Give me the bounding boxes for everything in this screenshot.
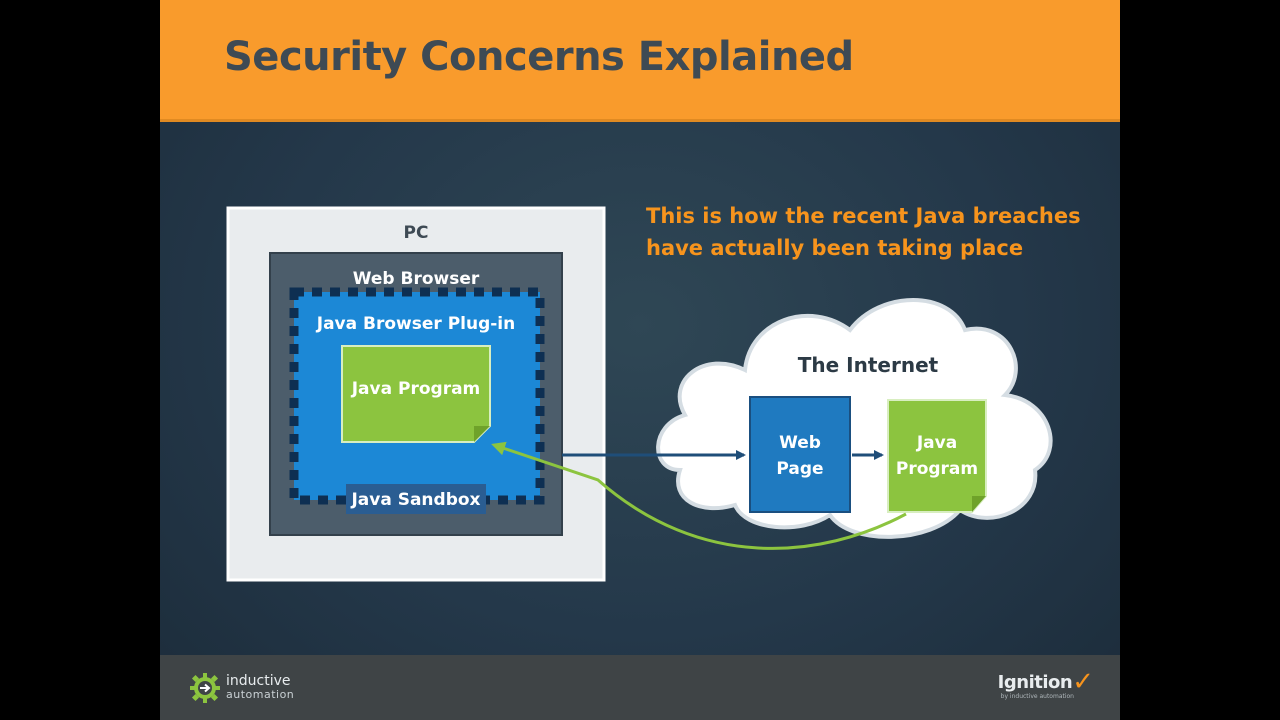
callout-line-2: have actually been taking place	[646, 236, 1024, 260]
slide: Security Concerns Explained PC Web Brows…	[160, 0, 1120, 720]
title-bar: Security Concerns Explained	[160, 0, 1120, 122]
local-java-program: Java Program	[341, 345, 491, 443]
ignition-subtitle: by inductive automation	[1000, 693, 1074, 700]
callout-line-1: This is how the recent Java breaches	[646, 204, 1081, 228]
local-java-program-label: Java Program	[351, 379, 481, 399]
callout-text: This is how the recent Java breaches hav…	[646, 200, 1086, 264]
footer-bar: inductive automation Ignition✓ by induct…	[160, 655, 1120, 720]
java-sandbox-label: Java Sandbox	[350, 490, 480, 510]
web-page-label-line1: Web	[779, 433, 821, 453]
inductive-automation-wordmark: inductive automation	[226, 673, 295, 701]
gear-arrow-icon	[190, 673, 220, 703]
security-diagram: PC Web Browser Java Browser Plug-in Java…	[226, 206, 1053, 582]
ia-logo-line2: automation	[226, 688, 295, 701]
ia-logo-line1: inductive	[226, 673, 291, 689]
arrow-program-download	[491, 441, 907, 550]
remote-java-program: Java Program	[887, 399, 987, 513]
remote-java-program-line2: Program	[896, 459, 978, 479]
slide-title: Security Concerns Explained	[224, 34, 854, 80]
checkmark-icon: ✓	[1072, 667, 1094, 697]
internet-label: The Internet	[798, 353, 939, 377]
web-page-box: Web Page	[749, 396, 851, 513]
ignition-logo: Ignition✓ by inductive automation	[997, 665, 1094, 700]
inductive-automation-logo: inductive automation	[190, 673, 294, 703]
java-plugin-label: Java Browser Plug-in	[316, 314, 516, 334]
web-page-label-line2: Page	[776, 459, 823, 479]
java-sandbox-area: Java Browser Plug-in Java Sandbox	[289, 287, 545, 514]
pc-label: PC	[404, 223, 429, 243]
ignition-wordmark: Ignition	[997, 672, 1073, 693]
internet-cloud: The Internet	[656, 298, 1053, 539]
remote-java-program-line1: Java	[916, 433, 957, 453]
web-browser-label: Web Browser	[353, 269, 480, 289]
